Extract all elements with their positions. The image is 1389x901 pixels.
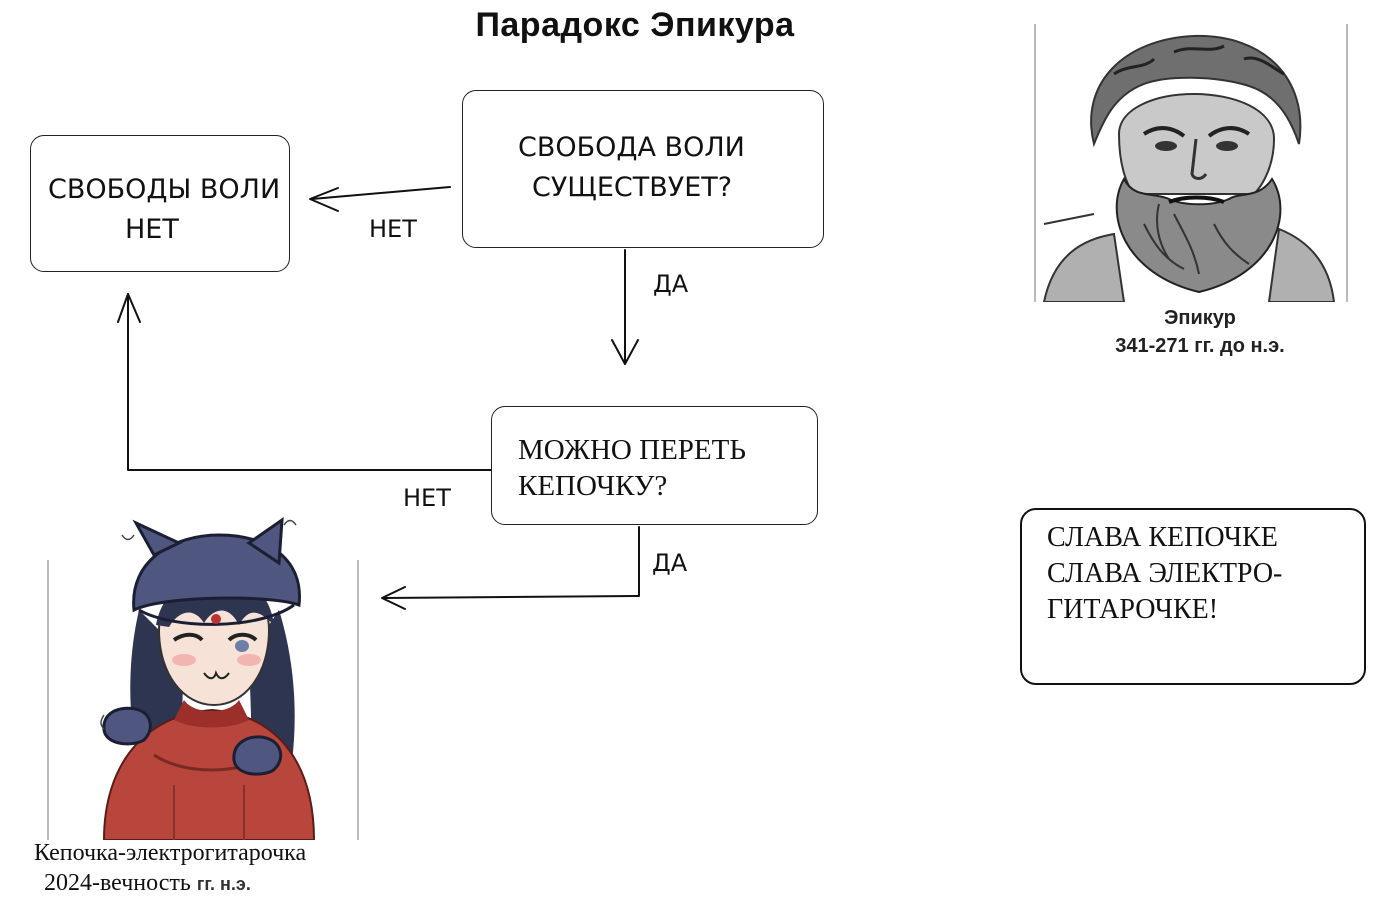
node-no-free-will: СВОБОДЫ ВОЛИ НЕТ: [30, 135, 290, 272]
node-glory: СЛАВА КЕПОЧКЕ СЛАВА ЭЛЕКТРО- ГИТАРОЧКЕ!: [1020, 508, 1366, 685]
arrowhead-free-will-no: [309, 187, 339, 212]
edge-label-free-will-yes: ДА: [653, 270, 689, 298]
node-question-free-will-line2: СУЩЕСТВУЕТ?: [532, 172, 733, 203]
edge-label-kepochka-no: НЕТ: [403, 484, 451, 512]
node-question-kepochka-line2: КЕПОЧКУ?: [518, 470, 668, 502]
kepochka-years: 2024-вечность: [44, 870, 191, 896]
node-no-free-will-line1: СВОБОДЫ ВОЛИ: [48, 174, 281, 205]
arrowhead-kepochka-no: [117, 293, 141, 323]
epicurus-years: 341-271 гг. до н.э.: [1115, 335, 1285, 357]
node-glory-line3: ГИТАРОЧКЕ!: [1047, 594, 1219, 625]
kepochka-years-suffix: гг. н.э.: [196, 874, 251, 894]
node-question-free-will: СВОБОДА ВОЛИ СУЩЕСТВУЕТ?: [462, 90, 824, 248]
epicurus-name: Эпикур: [1164, 307, 1236, 329]
kepochka-caption: Кепочка-электрогитарочка 2024-вечность г…: [34, 838, 394, 899]
node-glory-line2: СЛАВА ЭЛЕКТРО-: [1047, 558, 1283, 589]
epicurus-caption: Эпикур 341-271 гг. до н.э.: [1060, 304, 1340, 360]
kepochka-portrait: [44, 515, 362, 840]
epicurus-portrait: [1034, 24, 1348, 302]
node-question-free-will-line1: СВОБОДА ВОЛИ: [518, 132, 745, 163]
arrowhead-free-will-yes: [611, 339, 639, 365]
arrow-free-will-no: [311, 186, 451, 200]
edge-label-kepochka-yes: ДА: [652, 549, 688, 577]
node-no-free-will-line2: НЕТ: [125, 214, 179, 245]
arrowhead-kepochka-yes: [381, 586, 406, 610]
node-question-kepochka: МОЖНО ПЕРЕТЬ КЕПОЧКУ?: [491, 406, 818, 525]
edge-label-free-will-no: НЕТ: [369, 215, 417, 243]
diagram-title: Парадокс Эпикура: [475, 6, 795, 44]
arrow-kepochka-yes: [383, 526, 640, 599]
node-question-kepochka-line1: МОЖНО ПЕРЕТЬ: [518, 434, 746, 466]
kepochka-name: Кепочка-электрогитарочка: [34, 840, 307, 866]
node-glory-line1: СЛАВА КЕПОЧКЕ: [1047, 522, 1278, 553]
arrow-kepochka-no: [127, 293, 493, 471]
